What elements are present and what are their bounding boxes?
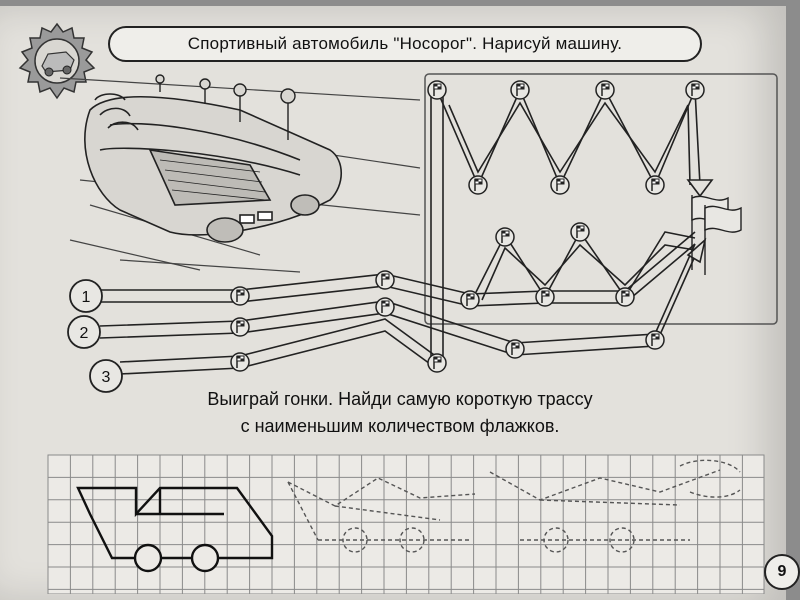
puzzle-artwork: 1 2 3 <box>47 73 778 594</box>
track-start-2[interactable]: 2 <box>67 315 101 349</box>
track-start-3[interactable]: 3 <box>89 359 123 393</box>
page-number: 9 <box>764 554 800 590</box>
dashed-car-copy-1 <box>287 477 476 553</box>
instruction-line-1: Выиграй гонки. Найди самую короткую трас… <box>207 389 593 409</box>
instruction-line-2: с наименьшим количеством флажков. <box>240 416 560 436</box>
svg-text:2: 2 <box>80 325 89 342</box>
svg-text:3: 3 <box>102 369 111 386</box>
finish-flags-icon <box>691 195 742 275</box>
barrier-posts <box>155 74 296 140</box>
dashed-car-copy-2 <box>489 459 741 553</box>
svg-text:1: 1 <box>82 289 91 306</box>
sample-car-drawing <box>76 486 274 573</box>
race-car-illustration <box>84 93 342 243</box>
puzzle-frame <box>424 73 778 325</box>
page-title: Спортивный автомобиль "Носорог". Нарисуй… <box>108 26 702 62</box>
track-start-1[interactable]: 1 <box>69 279 103 313</box>
